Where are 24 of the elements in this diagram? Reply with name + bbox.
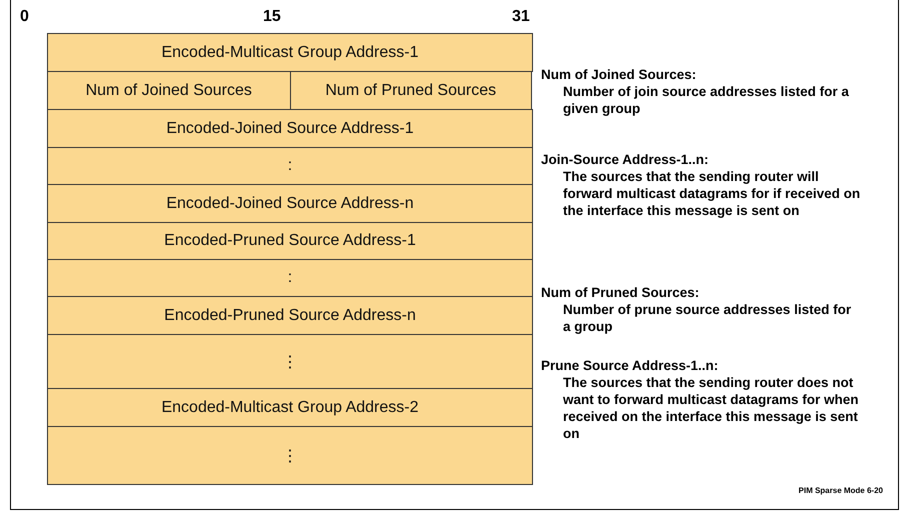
page-footer: PIM Sparse Mode 6-20 <box>798 486 883 495</box>
packet-field: Encoded-Joined Source Address-1 <box>47 109 533 148</box>
packet-field: Encoded-Pruned Source Address-n <box>47 296 533 335</box>
packet-field: Encoded-Multicast Group Address-1 <box>47 33 533 72</box>
bit-position-label: 0 <box>20 8 29 26</box>
packet-field: Encoded-Multicast Group Address-2 <box>47 388 533 427</box>
packet-field: Encoded-Joined Source Address-n <box>47 184 533 223</box>
packet-field: : <box>47 147 533 185</box>
field-description: The sources that the sending router does not want to forward multicast datagrams for when received on the interface this message is sent on <box>562 374 860 442</box>
field-term: Join-Source Address-1..n: <box>541 151 710 168</box>
packet-field: Num of Joined Sources <box>47 71 290 110</box>
field-term: Prune Source Address-1..n: <box>541 357 720 374</box>
packet-field: ⋮ <box>47 426 533 485</box>
field-description: Number of join source addresses listed for a given group <box>562 83 850 117</box>
packet-field: Encoded-Pruned Source Address-1 <box>47 222 533 260</box>
packet-field: ⋮ <box>47 334 533 389</box>
field-term: Num of Pruned Sources: <box>541 284 700 301</box>
field-description: The sources that the sending router will forward multicast datagrams for if received on the interface this message is sent on <box>562 168 861 219</box>
packet-field: : <box>47 259 533 297</box>
packet-field: Num of Pruned Sources <box>290 71 532 110</box>
bit-position-label: 15 <box>263 8 281 26</box>
field-description: Number of prune source addresses listed for a group <box>562 301 852 335</box>
field-term: Num of Joined Sources: <box>541 66 698 83</box>
bit-position-label: 31 <box>512 8 530 26</box>
